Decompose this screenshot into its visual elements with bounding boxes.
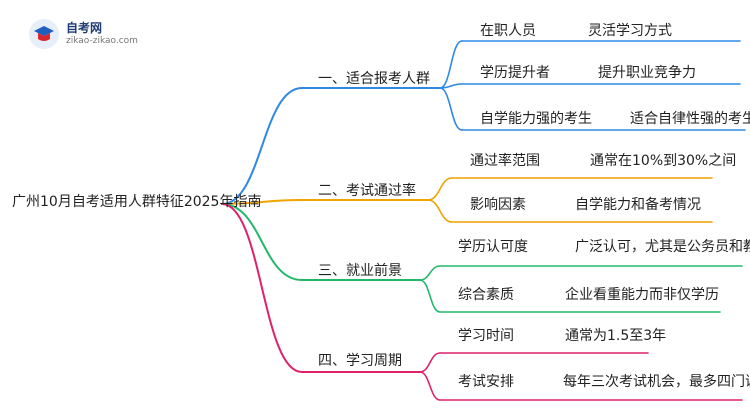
leaf-value: 适合自律性强的考生 xyxy=(630,111,750,127)
leaf-value: 通常为1.5至3年 xyxy=(565,328,667,344)
leaf-key: 通过率范围 xyxy=(470,153,540,169)
leaf-key: 学历提升者 xyxy=(480,65,550,81)
leaf-value: 每年三次考试机会，最多四门课程 xyxy=(563,374,750,390)
leaf-key: 学历认可度 xyxy=(458,239,528,255)
leaf-key: 考试安排 xyxy=(458,374,514,390)
leaf-connector xyxy=(427,199,453,223)
leaf-key: 综合素质 xyxy=(458,287,514,303)
leaf-key: 影响因素 xyxy=(470,197,526,213)
branch-connector xyxy=(221,199,303,205)
root-topic: 广州10月自考适用人群特征2025年指南 xyxy=(12,194,262,210)
logo-title: 自考网 xyxy=(66,21,103,35)
branch-label: 二、考试通过率 xyxy=(318,183,416,199)
leaf-connector xyxy=(439,40,463,89)
leaf-connector xyxy=(419,352,441,373)
leaf-value: 自学能力和备考情况 xyxy=(575,197,701,213)
leaf-key: 学习时间 xyxy=(458,328,514,344)
leaf-value: 广泛认可，尤其是公务员和教师 xyxy=(575,239,750,255)
leaf-value: 企业看重能力而非仅学历 xyxy=(565,287,719,303)
branch-connector xyxy=(221,203,303,281)
branch-connector xyxy=(221,87,303,205)
leaf-value: 提升职业竞争力 xyxy=(598,65,696,81)
leaf-connector xyxy=(419,371,441,401)
leaf-connector xyxy=(439,87,463,131)
site-logo[interactable]: 自考网 zikao-zikao.com xyxy=(28,18,168,52)
leaf-value: 通常在10%到30%之间 xyxy=(590,153,737,169)
logo-subtitle: zikao-zikao.com xyxy=(66,36,138,46)
graduation-cap-icon xyxy=(29,19,59,49)
branch-label: 一、适合报考人群 xyxy=(318,71,430,87)
branch-connector xyxy=(221,203,303,373)
leaf-key: 在职人员 xyxy=(480,23,536,39)
branch-label: 四、学习周期 xyxy=(318,353,402,369)
leaf-value: 灵活学习方式 xyxy=(588,23,672,39)
branch-label: 三、就业前景 xyxy=(318,263,402,279)
leaf-connector xyxy=(419,279,441,313)
leaf-connector xyxy=(419,265,441,281)
leaf-key: 自学能力强的考生 xyxy=(480,111,592,127)
leaf-connector xyxy=(427,177,453,201)
